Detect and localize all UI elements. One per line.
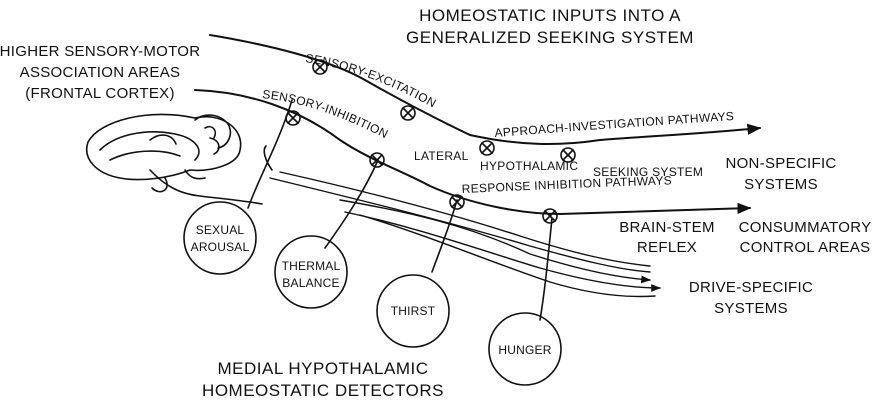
svg-text:HIGHER SENSORY-MOTOR: HIGHER SENSORY-MOTOR (0, 43, 200, 60)
junction-node (370, 153, 384, 167)
sensory-inhibition-label: SENSORY-INHIBITION (262, 87, 391, 141)
svg-text:NON-SPECIFIC: NON-SPECIFIC (725, 155, 836, 172)
non-specific-systems-label: NON-SPECIFIC SYSTEMS (725, 155, 836, 193)
svg-text:THIRST: THIRST (391, 304, 436, 318)
svg-text:THERMAL: THERMAL (282, 259, 341, 273)
brain-stem-reflex-label: BRAIN-STEM REFLEX (619, 219, 715, 256)
svg-text:SEXUAL: SEXUAL (196, 223, 245, 237)
svg-text:HOMEOSTATIC DETECTORS: HOMEOSTATIC DETECTORS (202, 381, 444, 400)
svg-text:BALANCE: BALANCE (282, 276, 339, 290)
hypothalamic-label: HYPOTHALAMIC (480, 159, 578, 173)
svg-text:BRAIN-STEM: BRAIN-STEM (619, 219, 715, 236)
svg-text:CONTROL AREAS: CONTROL AREAS (740, 239, 871, 256)
svg-text:MEDIAL HYPOTHALAMIC: MEDIAL HYPOTHALAMIC (217, 359, 428, 378)
svg-text:GENERALIZED SEEKING SYSTEM: GENERALIZED SEEKING SYSTEM (406, 28, 694, 47)
seeking-system-label: SEEKING SYSTEM (593, 165, 703, 179)
detector-thermal-balance: THERMAL BALANCE (275, 236, 347, 308)
higher-association-areas-label: HIGHER SENSORY-MOTOR ASSOCIATION AREAS (… (0, 43, 200, 102)
svg-text:CONSUMMATORY: CONSUMMATORY (739, 219, 872, 236)
synapse-junction-nodes (286, 60, 575, 223)
junction-node (543, 209, 557, 223)
svg-text:HOMEOSTATIC INPUTS INTO A: HOMEOSTATIC INPUTS INTO A (419, 6, 681, 25)
approach-investigation-label: APPROACH-INVESTIGATION PATHWAYS (494, 109, 734, 140)
svg-text:SYSTEMS: SYSTEMS (744, 176, 818, 193)
detector-sexual-arousal: SEXUAL AROUSAL (184, 202, 256, 274)
sensory-excitation-line (210, 35, 760, 144)
svg-text:HUNGER: HUNGER (498, 343, 551, 357)
junction-node (480, 141, 494, 155)
diagram-title: HOMEOSTATIC INPUTS INTO A GENERALIZED SE… (406, 6, 694, 47)
svg-text:SYSTEMS: SYSTEMS (714, 300, 788, 317)
svg-text:ASSOCIATION AREAS: ASSOCIATION AREAS (20, 64, 181, 81)
medial-hypothalamic-label: MEDIAL HYPOTHALAMIC HOMEOSTATIC DETECTOR… (202, 359, 444, 400)
svg-text:REFLEX: REFLEX (637, 239, 697, 256)
detector-thirst: THIRST (377, 275, 449, 347)
consummatory-control-label: CONSUMMATORY CONTROL AREAS (739, 219, 872, 256)
drive-specific-systems-label: DRIVE-SPECIFIC SYSTEMS (689, 279, 813, 317)
svg-text:AROUSAL: AROUSAL (191, 240, 250, 254)
lateral-label: LATERAL (414, 149, 469, 163)
junction-node (401, 106, 415, 120)
svg-text:DRIVE-SPECIFIC: DRIVE-SPECIFIC (689, 279, 813, 296)
brain-sagittal-illustration (87, 114, 262, 204)
svg-text:(FRONTAL CORTEX): (FRONTAL CORTEX) (25, 85, 175, 102)
detector-hunger: HUNGER (489, 313, 561, 385)
